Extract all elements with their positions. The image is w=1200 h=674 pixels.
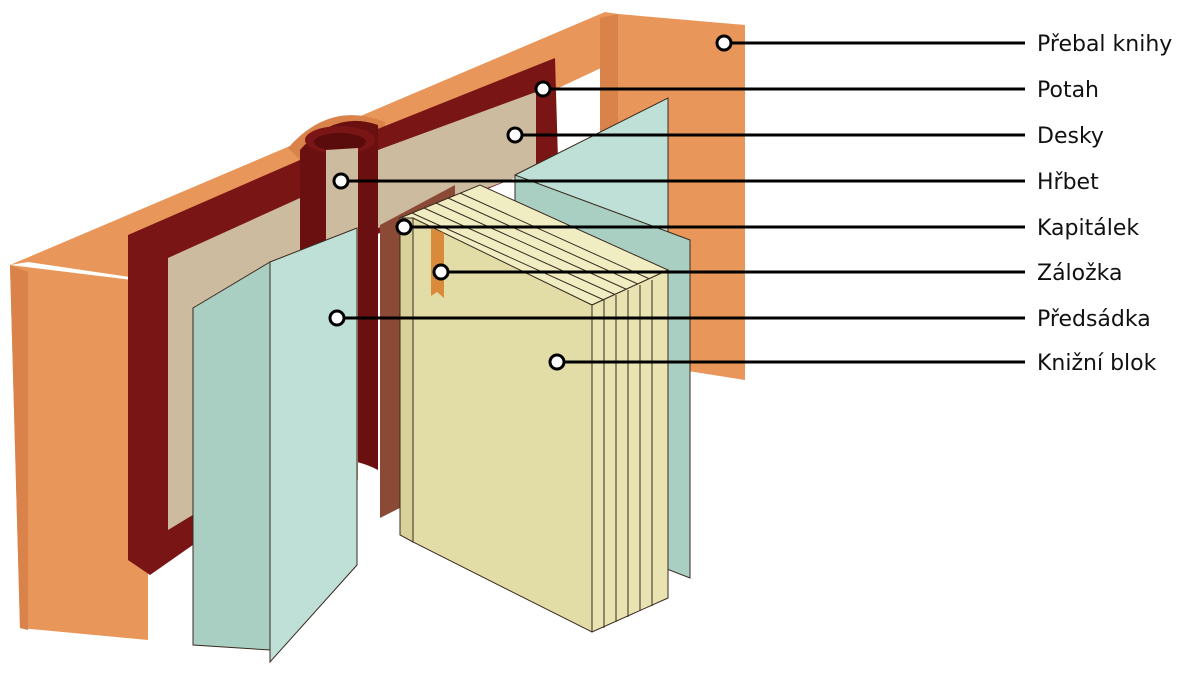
- label-hrbet: Hřbet: [1037, 170, 1099, 195]
- jacket-left-fold: [10, 265, 28, 630]
- endpaper-front-left: [192, 261, 271, 651]
- marker-potah: [534, 80, 552, 98]
- marker-prebal: [715, 34, 733, 52]
- marker-desky: [506, 126, 524, 144]
- callouts: Přebal knihy Potah Desky Hřbet Kapitálek…: [328, 32, 1172, 376]
- label-zalozka: Záložka: [1037, 261, 1123, 286]
- bookmark-ribbon: [431, 228, 444, 298]
- front-endpaper: [192, 227, 358, 664]
- book-block-fore-edge: [591, 269, 669, 633]
- marker-kapitalek: [395, 218, 413, 236]
- label-prebal: Přebal knihy: [1037, 32, 1172, 57]
- book-block-spine-edge: [399, 217, 414, 543]
- marker-knizni-blok: [548, 353, 566, 371]
- marker-hrbet: [332, 172, 350, 190]
- label-potah: Potah: [1037, 78, 1099, 103]
- label-knizni-blok: Knižní blok: [1037, 351, 1157, 376]
- marker-zalozka: [432, 263, 450, 281]
- board-right: [378, 92, 536, 228]
- label-predsadka: Předsádka: [1037, 307, 1151, 332]
- marker-predsadka: [328, 309, 346, 327]
- label-desky: Desky: [1037, 124, 1104, 149]
- spine-opening-inner: [314, 133, 366, 151]
- endpaper-front-right: [269, 227, 358, 664]
- label-kapitalek: Kapitálek: [1037, 216, 1139, 241]
- jacket-left-panel: [10, 265, 148, 640]
